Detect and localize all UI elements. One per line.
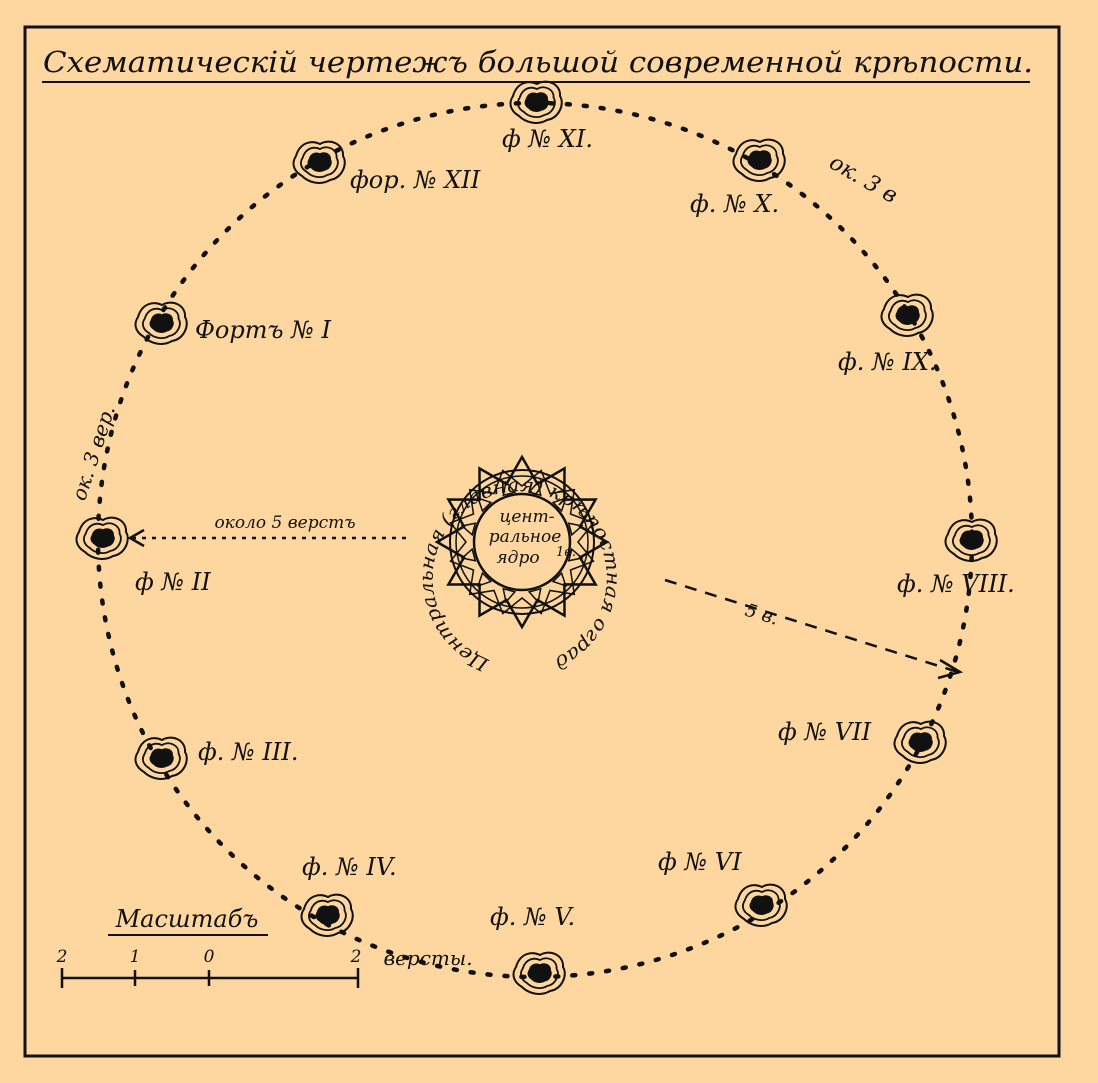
central-inner-wall: [455, 475, 589, 609]
fort-label: ф. № VIII.: [897, 570, 1015, 598]
scale-unit-label: версты.: [383, 946, 472, 970]
fort-symbol: [509, 80, 563, 124]
diagonal-arrowhead: [937, 658, 964, 680]
central-star-inner: [449, 469, 595, 615]
fort-label: ф. № V.: [490, 903, 575, 931]
fort: ф № II: [75, 516, 211, 596]
fort: ф № XI.: [502, 80, 593, 153]
fort-symbol: [732, 138, 786, 182]
fort-symbol: [944, 518, 998, 562]
fort-label: фор. № XII: [350, 166, 481, 194]
fort-label: ф. № IV.: [302, 853, 397, 881]
scale-title: Масштабъ: [115, 905, 259, 933]
diagram-frame: [23, 25, 1061, 1058]
bastion-mark: [551, 496, 568, 513]
fort-symbol: [292, 140, 346, 184]
left-arrowhead: [127, 528, 145, 548]
fort-symbol: [893, 720, 947, 764]
fort: Фортъ № I: [134, 301, 331, 345]
fort-symbol: [512, 951, 566, 995]
bastion-mark: [476, 496, 493, 513]
bastion-marks: [460, 480, 584, 604]
central-fortress: [434, 454, 610, 630]
fort-symbol: [75, 516, 129, 560]
fort: ф № VI: [658, 848, 788, 927]
bastion-mark: [460, 547, 477, 562]
bastion-mark: [460, 522, 477, 537]
scale-tick-label: 2: [56, 947, 68, 967]
core-text-line-2: ральное: [489, 527, 562, 547]
fort-label: ф № VII: [778, 718, 872, 746]
fort: фор. № XII: [292, 140, 481, 194]
fort-label: ф № XI.: [502, 125, 593, 153]
fort: ф. № IX.: [838, 293, 937, 376]
fort: ф. № X.: [690, 138, 786, 218]
bastion-mark: [502, 587, 517, 604]
diagonal-distance-label: 5 в.: [743, 600, 781, 630]
left-interval-label: ок. 3 вер.: [67, 402, 120, 503]
bastion-mark: [551, 571, 568, 588]
fort-symbol: [134, 736, 188, 780]
bastion-mark: [527, 480, 542, 497]
scale-tick-label: 2: [350, 947, 362, 967]
fort-label: ф. № IX.: [838, 348, 937, 376]
central-outer-wall: [449, 469, 595, 615]
bastion-mark: [567, 547, 584, 562]
central-core-wall: [472, 492, 572, 592]
fort: ф. № V.: [490, 903, 575, 995]
bastion-mark: [502, 480, 517, 497]
fort: ф. № VIII.: [897, 518, 1015, 598]
fort: ф № VII: [778, 718, 947, 764]
bastion-mark: [476, 571, 493, 588]
fort-symbol: [300, 893, 354, 937]
diagram-title: Схематическій чертежъ большой современно…: [43, 45, 1033, 79]
fort: ф. № III.: [134, 736, 298, 780]
central-star-bastions: [434, 454, 610, 630]
fort-label: ф. № III.: [198, 738, 298, 766]
right-interval-label: ок. 3 в: [825, 150, 902, 209]
fort: ф. № IV.: [300, 853, 397, 937]
fort-symbol: [734, 883, 788, 927]
left-distance-label: около 5 верстъ: [214, 513, 355, 533]
core-small-radius: 1в.: [556, 545, 576, 560]
fort-label: ф № VI: [658, 848, 742, 876]
fort-label: ф. № X.: [690, 190, 779, 218]
forts-layer: Фортъ № I ф № II ф. № III. ф. № IV. ф. № V. ф…: [75, 80, 1015, 995]
fort-label: ф № II: [135, 568, 211, 596]
fort-symbol: [880, 293, 934, 337]
bastion-mark: [527, 587, 542, 604]
core-text-line-3: ядро: [496, 548, 539, 568]
core-text-line-1: цент-: [500, 507, 555, 527]
fort-symbol: [134, 301, 188, 345]
bastion-mark: [567, 522, 584, 537]
scale-bar: Масштабъ 2 1 0 2 версты.: [56, 905, 473, 988]
scale-tick-label: 0: [204, 947, 215, 967]
fort-label: Фортъ № I: [195, 316, 331, 344]
diagonal-distance-arrow: [664, 578, 959, 674]
scale-tick-label: 1: [130, 947, 141, 967]
